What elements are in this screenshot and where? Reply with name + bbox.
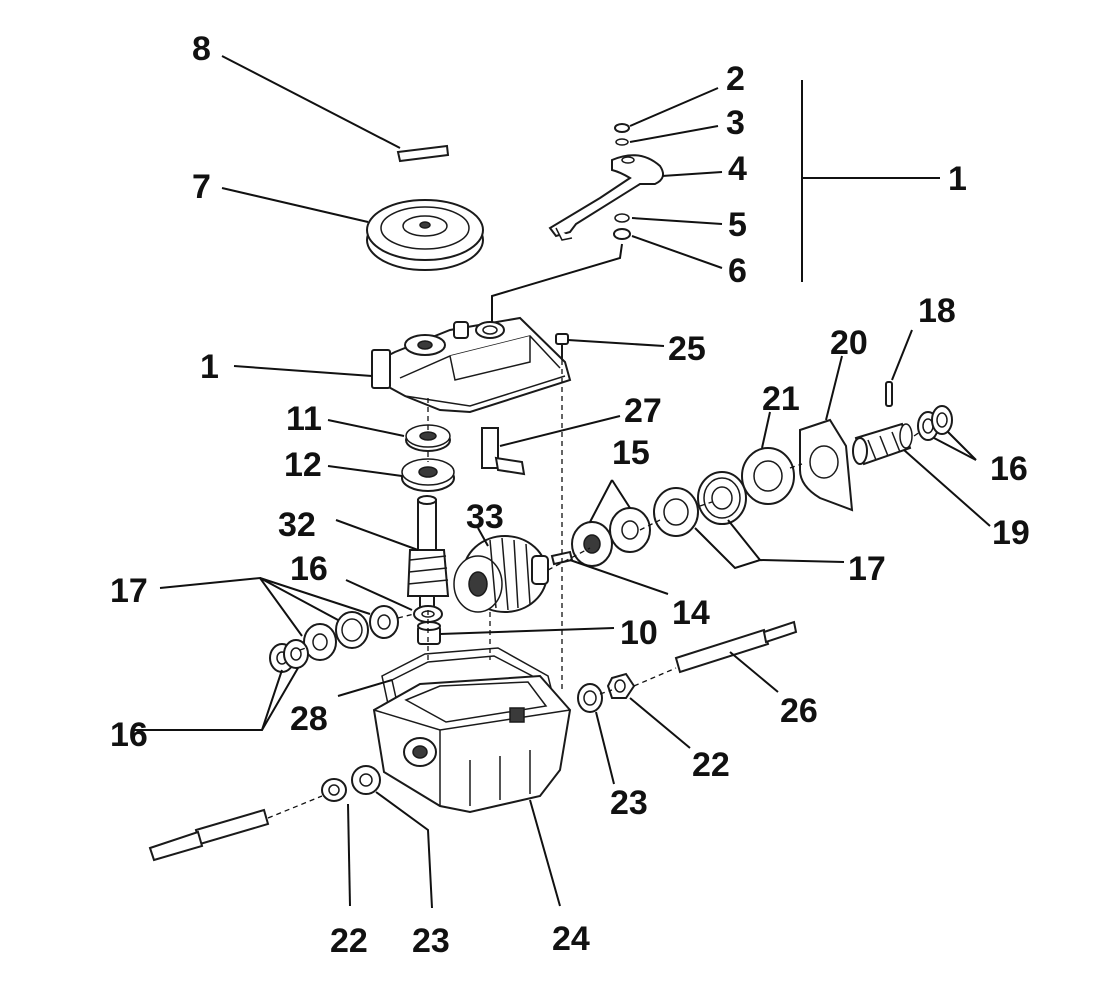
part-32-worm-shaft — [406, 495, 450, 611]
part-6-washer — [613, 228, 631, 240]
label-part-18: 18 — [918, 292, 956, 330]
label-part-1-assembly: 1 — [948, 160, 967, 198]
label-part-6: 6 — [728, 252, 747, 290]
part-17-washer-right — [653, 487, 699, 537]
part-5-washer — [614, 213, 630, 223]
part-2-nut — [614, 123, 630, 133]
label-part-24: 24 — [552, 920, 590, 958]
label-part-10: 10 — [620, 614, 658, 652]
label-part-17-right: 17 — [848, 550, 886, 588]
label-part-22-left: 22 — [330, 922, 368, 960]
part-16-seal-right — [917, 405, 953, 441]
label-part-21: 21 — [762, 380, 800, 418]
label-part-11: 11 — [286, 400, 322, 438]
label-part-16-right: 16 — [990, 450, 1028, 488]
label-part-15: 15 — [612, 434, 650, 472]
label-part-4: 4 — [728, 150, 747, 188]
label-part-25: 25 — [668, 330, 706, 368]
part-24-gearbox-housing — [372, 674, 572, 814]
part-25-bolt — [555, 333, 569, 360]
label-part-23-right: 23 — [610, 784, 648, 822]
label-part-17-left: 17 — [110, 572, 148, 610]
part-17-washer-left — [369, 605, 399, 639]
label-part-8: 8 — [192, 30, 211, 68]
part-26-axle-shaft — [674, 620, 798, 674]
part-22-nut-right — [606, 672, 636, 699]
label-part-7: 7 — [192, 168, 211, 206]
label-part-33: 33 — [466, 498, 504, 536]
part-22-collar-left — [321, 778, 347, 802]
part-33-worm-gear — [453, 535, 549, 613]
callout-labels: 8 7 2 3 4 5 6 1 1 25 27 11 12 32 33 15 2… — [110, 30, 1030, 960]
label-part-26: 26 — [780, 692, 818, 730]
part-10-collar — [417, 621, 441, 645]
label-part-2: 2 — [726, 60, 745, 98]
part-16-seal-left — [269, 639, 309, 673]
label-part-19: 19 — [992, 514, 1030, 552]
part-8-pin — [396, 144, 450, 163]
part-23-bearing-right — [577, 683, 603, 713]
part-3-washer — [615, 138, 629, 146]
label-part-22-right: 22 — [692, 746, 730, 784]
label-part-5: 5 — [728, 206, 747, 244]
label-part-16-left: 16 — [110, 716, 148, 754]
part-17-bearing-left — [335, 611, 369, 649]
part-21-washer — [741, 447, 795, 505]
label-part-1: 1 — [200, 348, 219, 386]
part-4-lever-arm — [548, 154, 665, 241]
part-1-gearbox-cover — [371, 316, 572, 414]
part-19-splined-sleeve — [852, 422, 913, 466]
part-23-bearing-left — [351, 765, 381, 795]
assembly-center-lines — [267, 360, 921, 819]
label-part-12: 12 — [284, 446, 322, 484]
label-part-23-left: 23 — [412, 922, 450, 960]
part-17-bearing-right — [697, 471, 747, 525]
leader-lines — [134, 55, 991, 909]
label-part-32: 32 — [278, 506, 316, 544]
part-axle-shaft-left — [148, 808, 270, 862]
part-18-pin — [885, 381, 893, 407]
label-part-20: 20 — [830, 324, 868, 362]
label-part-27: 27 — [624, 392, 662, 430]
part-15-washer-b — [609, 507, 651, 553]
part-17-washer-left-b — [303, 623, 337, 661]
part-12-bearing — [401, 458, 455, 492]
part-20-gasket — [799, 418, 854, 512]
part-27-shift-fork — [481, 427, 526, 476]
label-part-16-middle: 16 — [290, 550, 328, 588]
label-part-14: 14 — [672, 594, 710, 632]
label-part-28: 28 — [290, 700, 328, 738]
part-7-pulley — [366, 199, 484, 271]
part-15-washer-a — [571, 521, 613, 567]
label-part-3: 3 — [726, 104, 745, 142]
